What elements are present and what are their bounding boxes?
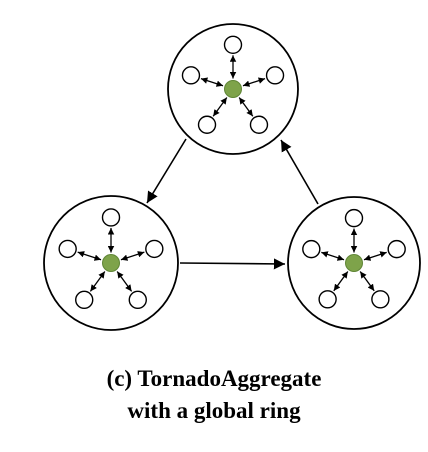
client-link (333, 271, 349, 292)
caption-subtitle: with a global ring (127, 398, 301, 423)
client-node (249, 115, 269, 134)
ring-arrow-top-to-left (146, 138, 187, 204)
client-node (101, 208, 121, 227)
client-node (387, 239, 406, 259)
client-node (197, 115, 217, 134)
aggregator-node (102, 254, 120, 272)
client-link (200, 77, 224, 87)
cluster-top (167, 23, 299, 155)
client-node (181, 66, 201, 85)
client-link (116, 271, 133, 292)
global-ring-diagram (43, 23, 421, 331)
client-link (363, 251, 387, 261)
cluster-left (43, 195, 179, 331)
client-link (120, 251, 145, 261)
aggregator-node (224, 80, 242, 98)
client-link (238, 97, 254, 117)
client-link (359, 271, 375, 292)
client-node (265, 66, 285, 85)
client-node (128, 290, 147, 310)
aggregator-node (345, 254, 363, 272)
client-node (223, 35, 243, 54)
caption-title: (c) TornadoAggregate (106, 366, 322, 391)
client-node (58, 239, 77, 259)
clusters (43, 23, 421, 331)
ring-edges (146, 138, 319, 270)
client-node (344, 208, 364, 228)
ring-arrow-left-to-right (179, 258, 286, 270)
client-link (89, 271, 106, 292)
cluster-right (287, 196, 421, 330)
client-link (77, 251, 102, 261)
client-node (302, 239, 321, 259)
client-node (75, 290, 94, 310)
client-node (318, 290, 337, 309)
client-link (242, 77, 266, 87)
client-link (321, 251, 345, 261)
ring-arrow-right-to-top (280, 139, 319, 205)
client-node (371, 290, 390, 309)
client-link (212, 97, 228, 117)
client-node (145, 239, 164, 259)
